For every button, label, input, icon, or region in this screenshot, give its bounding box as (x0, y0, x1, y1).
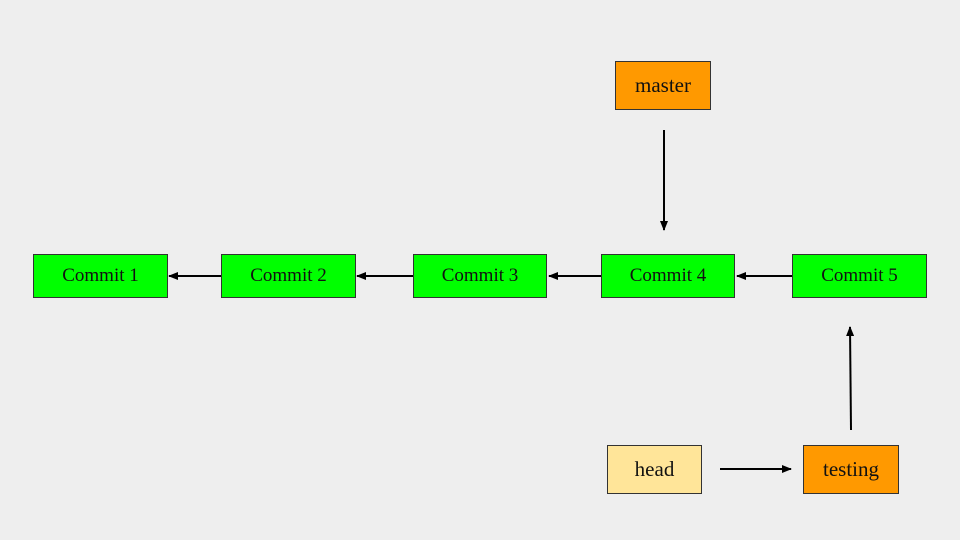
arrow-testing-to-commit5 (846, 326, 855, 431)
master-branch-node: master (615, 61, 711, 110)
commit-5-node: Commit 5 (792, 254, 927, 298)
commit-3-node: Commit 3 (413, 254, 547, 298)
testing-branch-node: testing (803, 445, 899, 494)
commit-2-node: Commit 2 (221, 254, 356, 298)
commit-4-node: Commit 4 (601, 254, 735, 298)
commit-1-node: Commit 1 (33, 254, 168, 298)
head-pointer-node: head (607, 445, 702, 494)
